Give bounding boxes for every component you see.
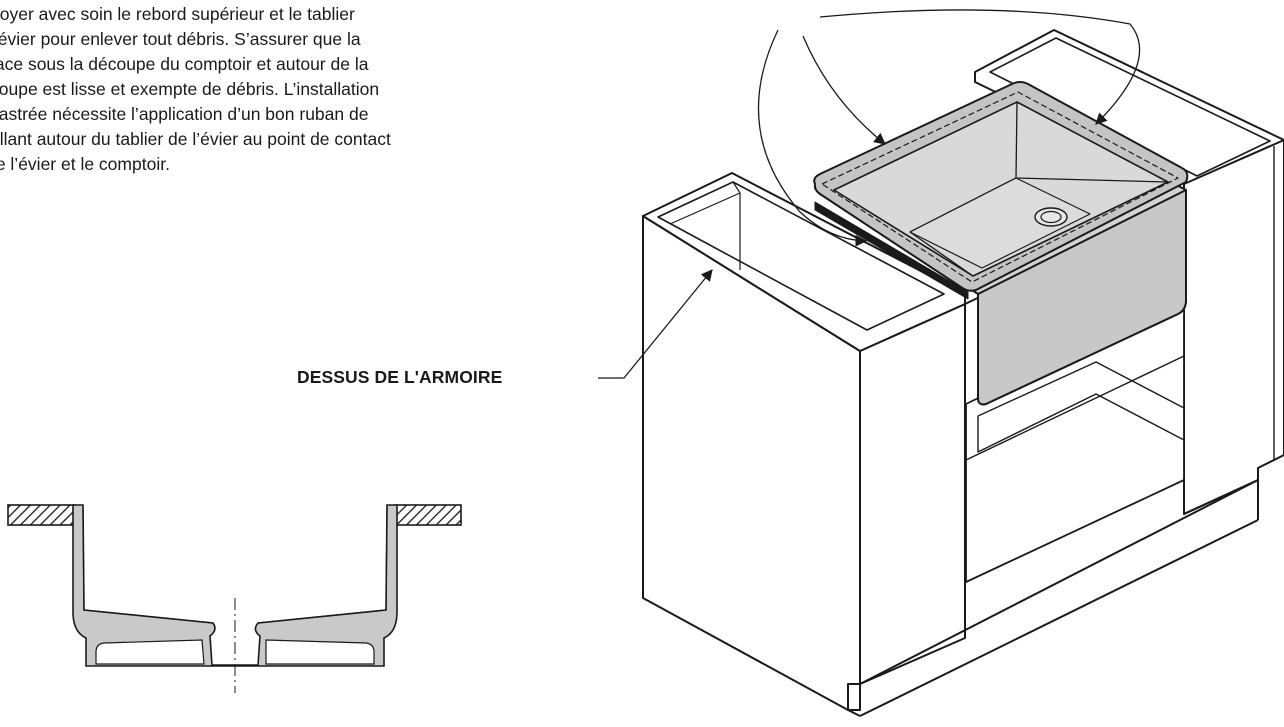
cabinet-drawing [642, 29, 1284, 717]
sink-apron-front [977, 189, 1187, 406]
callout-lines [598, 9, 1141, 379]
sink-section-profile [72, 504, 398, 667]
instruction-line: face sous la découpe du comptoir et auto… [0, 54, 369, 74]
countertop-left-hatch [7, 504, 76, 526]
countertop-right-hatch [394, 504, 462, 526]
callout-sealant [757, 29, 868, 247]
sink-section-base-left [95, 639, 205, 665]
instruction-line: coupe est lisse et exempte de débris. L’… [0, 79, 380, 99]
instruction-line: ellant autour du tablier de l’évier au p… [0, 129, 391, 149]
sink-section-interior [82, 507, 388, 624]
cabinet-bottom-kick [859, 519, 1259, 717]
cabinet-lower-opening-inner [977, 361, 1185, 453]
cabinet-left-tower-side [859, 303, 966, 685]
sink-section-base-right [265, 639, 375, 665]
instruction-line: l’évier pour enlever tout débris. S’assu… [0, 29, 361, 49]
callout-rim-right [819, 9, 1141, 125]
cabinet-top-label: DESSUS DE L'ARMOIRE [297, 367, 503, 387]
cabinet-left-tower-inner [669, 181, 741, 270]
cabinet-shelf-line [965, 355, 1185, 461]
callout-rim-left [802, 35, 886, 145]
instruction-line: re l’évier et le comptoir. [0, 154, 170, 174]
cabinet-bottom-edge [847, 709, 861, 717]
sink-rim-sealant-line [821, 91, 1179, 283]
sink-drain-inner [1040, 210, 1062, 224]
instruction-line: ttoyer avec soin le rebord supérieur et … [0, 4, 355, 24]
sealant-tape-strip [814, 201, 969, 300]
instruction-paragraph: ttoyer avec soin le rebord supérieur et … [0, 2, 550, 177]
sink-basin-floor [909, 177, 1091, 269]
callout-cabinet-top [598, 269, 713, 379]
instruction-line: castrée nécessite l’application d’un bon… [0, 104, 369, 124]
cabinet-left-tower-opening [657, 181, 945, 331]
cabinet-back-right-front [1183, 139, 1284, 515]
sink-cross-section [7, 504, 462, 693]
apron-front-sink [813, 81, 1189, 406]
